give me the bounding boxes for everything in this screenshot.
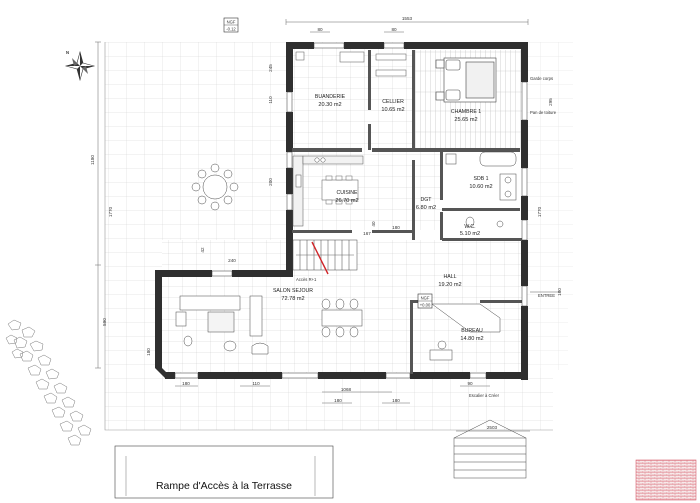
svg-text:N: N: [66, 50, 69, 55]
svg-text:SALON SEJOUR: SALON SEJOUR: [273, 288, 313, 294]
svg-text:-0.12: -0.12: [226, 27, 236, 32]
dim-295: 295: [548, 98, 553, 106]
dim-240: 240: [228, 258, 236, 263]
label-escalier: Escalier à Créer: [469, 393, 500, 398]
dim-167: 167: [363, 231, 371, 236]
windows: [174, 42, 528, 379]
dim-bottom-2503: 2503: [487, 425, 498, 430]
staircase: [292, 239, 358, 271]
room-label-sdb: SDB 1 10.60 m2: [469, 176, 492, 190]
brick-swatch: [635, 459, 697, 501]
svg-text:NGF: NGF: [227, 20, 236, 25]
kitchen-chairs: [325, 175, 353, 205]
svg-text:CUISINE: CUISINE: [336, 190, 358, 196]
kitchen-counters: [292, 155, 364, 227]
dim-110: 110: [268, 96, 273, 104]
top-dimension-line: [285, 19, 529, 33]
room-label-wc: W.C. 5.10 m2: [460, 224, 480, 237]
terrace-paving: [104, 42, 573, 431]
ngf-marker-top: NGF -0.12: [223, 17, 239, 33]
compass-rose-icon: N: [64, 50, 96, 82]
dim-42: 42: [200, 247, 205, 253]
room-label-cuisine: CUISINE 26.70 m2: [335, 190, 358, 204]
ramp-caption: Rampe d'Accès à la Terrasse: [156, 480, 292, 492]
dim-top-80-right: 80: [391, 27, 397, 32]
svg-text:CELLIER: CELLIER: [382, 99, 404, 105]
bed: [435, 57, 497, 103]
dim-bottom-110: 110: [252, 381, 260, 386]
exterior-walls: [155, 42, 528, 380]
room-label-chambre: CHAMBRE 1 25.65 m2: [451, 109, 481, 123]
interior-walls: [292, 50, 522, 374]
svg-text:19.20 m2: 19.20 m2: [438, 282, 461, 288]
dim-180-left: 180: [146, 348, 151, 356]
stair-access-label: Accès R+1: [296, 277, 317, 282]
left-dimension-line: [95, 41, 101, 369]
dim-245: 245: [268, 64, 273, 72]
svg-text:25.65 m2: 25.65 m2: [454, 117, 477, 123]
svg-text:10.60 m2: 10.60 m2: [469, 184, 492, 190]
exterior-stair: [453, 419, 527, 479]
dim-left-1180: 1180: [90, 155, 95, 165]
room-label-dgt: DGT 6.80 m2: [416, 197, 436, 211]
bottom-dimension-lines: [175, 385, 530, 432]
ramp: [114, 445, 334, 499]
svg-text:ENTREE: ENTREE: [538, 293, 555, 298]
dim-top-total: 1553: [402, 16, 413, 21]
svg-text:5.10 m2: 5.10 m2: [460, 231, 480, 237]
dim-bottom-180b: 180: [334, 398, 342, 403]
svg-text:72.78 m2: 72.78 m2: [281, 296, 304, 302]
ngf-marker-bottom: NGF +0.00: [417, 293, 433, 309]
living-room-furniture: [175, 295, 363, 355]
dim-bottom-90: 90: [467, 381, 473, 386]
dim-top-80-left: 80: [317, 27, 323, 32]
svg-text:+0.00: +0.00: [420, 303, 431, 308]
svg-text:W.C.: W.C.: [464, 224, 475, 230]
dim-1770-right: 1770: [537, 206, 542, 217]
dim-bottom-180c: 180: [392, 398, 400, 403]
svg-text:20.30 m2: 20.30 m2: [318, 102, 341, 108]
dim-180-hall: 180: [392, 225, 400, 230]
room-label-bureau: BUREAU 14.80 m2: [460, 328, 483, 342]
svg-text:HALL: HALL: [444, 274, 457, 280]
note-pan-toiture: Pan de toiture: [530, 110, 557, 115]
svg-text:DGT: DGT: [421, 197, 433, 203]
dim-bottom-1068: 1068: [341, 387, 352, 392]
svg-text:BUANDERIE: BUANDERIE: [315, 94, 346, 100]
dim-left-1770: 1770: [108, 206, 113, 217]
svg-text:14.80 m2: 14.80 m2: [460, 336, 483, 342]
dim-left-590: 590: [102, 318, 107, 326]
svg-text:SDB 1: SDB 1: [474, 176, 489, 182]
dim-40: 40: [371, 221, 376, 227]
office-furniture: [429, 303, 501, 361]
dim-100: 100: [557, 288, 562, 296]
svg-text:26.70 m2: 26.70 m2: [335, 198, 358, 204]
room-label-buanderie: BUANDERIE 20.30 m2: [315, 94, 346, 108]
dim-200: 200: [268, 178, 273, 186]
svg-text:CHAMBRE 1: CHAMBRE 1: [451, 109, 481, 115]
svg-text:10.65 m2: 10.65 m2: [381, 107, 404, 113]
entrance-marker: ENTREE: [530, 291, 560, 298]
utility-fixtures: [295, 51, 407, 77]
room-label-cellier: CELLIER 10.65 m2: [381, 99, 404, 113]
note-garde-corps: Garde corps: [530, 76, 553, 81]
svg-text:6.80 m2: 6.80 m2: [416, 205, 436, 211]
room-label-salon: SALON SEJOUR 72.78 m2: [273, 288, 313, 302]
svg-text:NGF: NGF: [421, 296, 430, 301]
stair-cut-line: [311, 241, 329, 275]
room-label-hall: HALL 19.20 m2: [438, 274, 461, 288]
dim-bottom-180a: 180: [182, 381, 190, 386]
landscape-bushes: [5, 319, 92, 446]
terrace-table: [191, 163, 239, 211]
bathroom-fixtures: [445, 151, 517, 228]
svg-text:BUREAU: BUREAU: [461, 328, 483, 334]
